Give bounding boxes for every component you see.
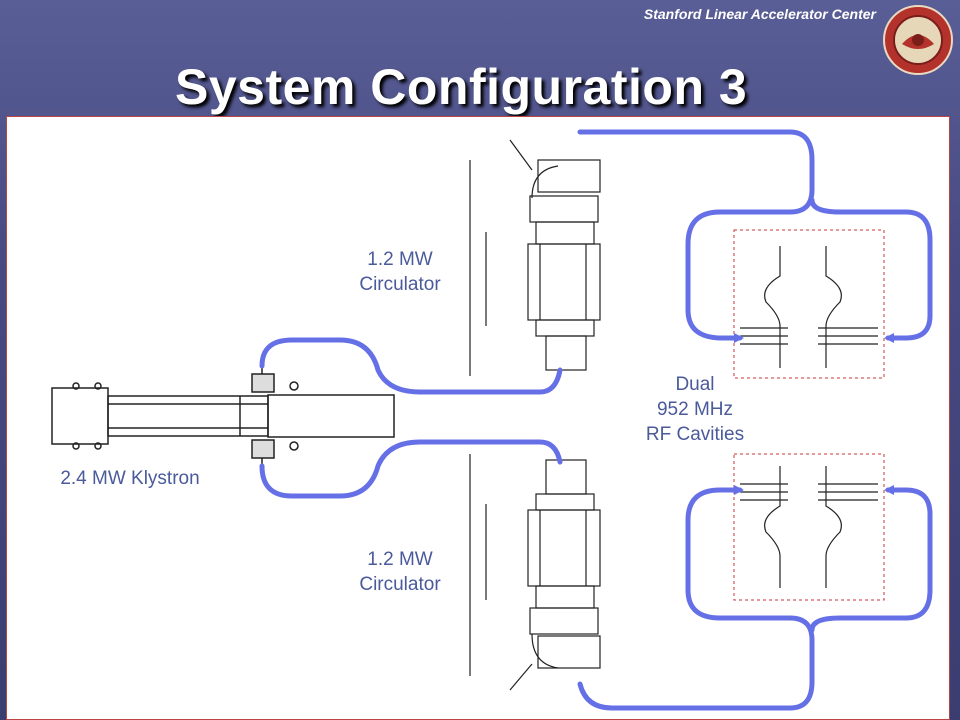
cavities-label-line2: 952 MHz	[656, 399, 734, 420]
circulator-bottom-label-line1: 1.2 MW	[367, 549, 433, 570]
waveguide-bottom-cavity-return	[809, 485, 933, 633]
circulator-top-label-line1: 1.2 MW	[367, 249, 433, 270]
circulator-bottom-drawing	[458, 452, 610, 718]
organization-name: Stanford Linear Accelerator Center	[643, 6, 876, 22]
slide-title: System Configuration 3	[175, 59, 748, 115]
circulator-top-drawing	[458, 118, 610, 378]
cavities-label-line3: RF Cavities	[645, 424, 745, 445]
cavities-label: Dual 952 MHz RF Cavities	[620, 372, 770, 447]
circulator-top-label: 1.2 MW Circulator	[338, 247, 462, 297]
waveguide-bottom-circulator-to-cavity	[577, 485, 815, 711]
klystron-drawing	[51, 366, 395, 466]
cavity-top-drawing	[733, 229, 885, 379]
waveguide-klystron-to-bottom-circulator	[259, 439, 563, 499]
klystron-label: 2.4 MW Klystron	[60, 468, 200, 489]
cavity-bottom-drawing	[733, 453, 885, 601]
waveguide-top-cavity-return	[809, 197, 933, 343]
cavities-label-line1: Dual	[675, 374, 715, 395]
circulator-bottom-label: 1.2 MW Circulator	[338, 547, 462, 597]
circulator-top-label-line2: Circulator	[359, 274, 441, 295]
waveguide-klystron-to-top-circulator	[259, 337, 563, 395]
slac-seal-logo	[883, 5, 953, 75]
circulator-bottom-label-line2: Circulator	[359, 574, 441, 595]
waveguide-top-circulator-to-cavity	[577, 129, 815, 343]
